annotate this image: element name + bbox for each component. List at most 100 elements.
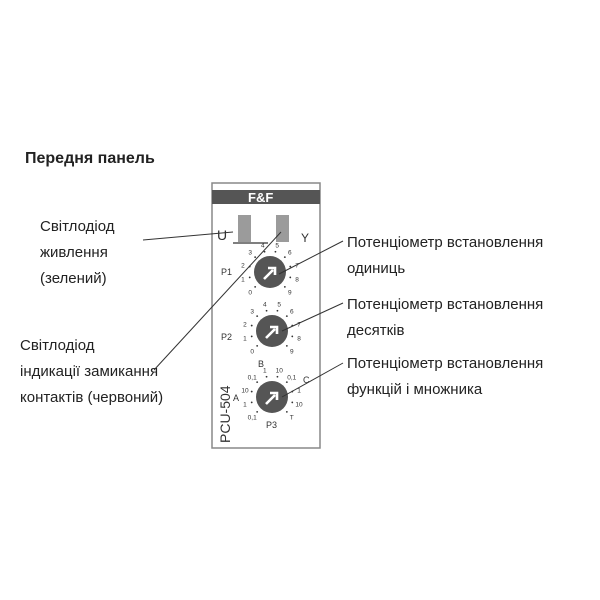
scale-label: 2 xyxy=(241,262,245,269)
scale-tick xyxy=(250,390,253,393)
relay-led xyxy=(276,215,289,242)
scale-label: 3 xyxy=(248,250,252,257)
scale-tick xyxy=(263,250,266,253)
brand-logo: F&F xyxy=(248,190,273,205)
scale-label: 2 xyxy=(243,321,247,328)
arrow-icon xyxy=(265,391,279,405)
relay-led-callout-line: Світлодіод xyxy=(20,337,95,354)
leader-line-p1 xyxy=(278,240,344,275)
scale-label: 1 xyxy=(243,336,247,343)
scale-tick xyxy=(248,276,251,279)
scale-tick xyxy=(289,265,292,268)
model-label: PCU-504 xyxy=(217,385,233,443)
relay-led-callout-line: індикації замикання xyxy=(20,363,159,380)
relay-led-callout-line: контактів (червоний) xyxy=(20,389,164,406)
knob-p2[interactable] xyxy=(256,315,288,347)
arrow-icon xyxy=(265,325,279,339)
scale-label: 1 xyxy=(263,367,267,374)
scale-label: 5 xyxy=(277,301,281,308)
scale-label: 1 xyxy=(243,402,247,409)
leader-line-relay xyxy=(153,231,282,371)
scale-tick xyxy=(274,250,277,253)
scale-tick xyxy=(285,315,288,318)
knob-p3-label: P3 xyxy=(266,420,277,430)
scale-tick xyxy=(276,375,279,378)
header-bar xyxy=(212,190,320,204)
scale-tick xyxy=(256,381,259,384)
scale-tick xyxy=(250,335,253,338)
arrow-icon xyxy=(263,266,277,280)
scale-label: 0 xyxy=(250,348,254,355)
power-led-callout-line: (зелений) xyxy=(40,270,107,287)
leader-line-power xyxy=(142,231,234,241)
scale-label: 4 xyxy=(261,242,265,249)
scale-label: 1 xyxy=(241,277,245,284)
scale-label: 10 xyxy=(276,367,284,374)
leader-line-p3 xyxy=(281,362,344,398)
scale-tick xyxy=(283,256,286,259)
scale-tick xyxy=(254,256,257,259)
knob-p1[interactable] xyxy=(254,256,286,288)
scale-label: 9 xyxy=(290,348,294,355)
knob-p1-label: P1 xyxy=(221,267,232,277)
scale-label: 1 xyxy=(297,387,301,394)
relay-led-callout: Світлодіод індикації замикання контактів… xyxy=(20,333,163,411)
scale-label: 0 xyxy=(248,289,252,296)
function-a-mark: A xyxy=(233,393,239,403)
scale-label: 10 xyxy=(241,387,249,394)
scale-label: 5 xyxy=(275,242,279,249)
p3-callout: Потенціометр встановлення функцій і множ… xyxy=(347,351,543,403)
scale-tick xyxy=(250,324,253,327)
scale-label: 4 xyxy=(263,301,267,308)
scale-label: 9 xyxy=(288,289,292,296)
power-led xyxy=(238,215,251,242)
scale-label: 7 xyxy=(297,321,301,328)
scale-tick xyxy=(256,315,259,318)
scale-label: 6 xyxy=(290,309,294,316)
power-led-mark: U xyxy=(217,227,227,243)
p1-callout-line: Потенціометр встановлення xyxy=(347,234,544,251)
knob-p2-label: P2 xyxy=(221,332,232,342)
scale-tick xyxy=(283,285,286,288)
scale-tick xyxy=(289,276,292,279)
scale-tick xyxy=(285,381,288,384)
scale-tick xyxy=(291,335,294,338)
scale-label: 3 xyxy=(250,309,254,316)
p2-callout-line: Потенціометр встановлення xyxy=(347,296,544,313)
scale-label: 8 xyxy=(297,336,301,343)
p3-callout-line: Потенціометр встановлення xyxy=(347,355,544,372)
p3-callout-line: функцій і множника xyxy=(347,381,483,398)
p2-callout-line: десятків xyxy=(347,322,405,339)
function-c-mark: C xyxy=(303,375,310,385)
scale-tick xyxy=(250,401,253,404)
scale-label: 0,1 xyxy=(248,414,257,421)
scale-label: 10 xyxy=(295,402,303,409)
relay-led-mark: Y xyxy=(301,231,309,245)
scale-tick xyxy=(285,410,288,413)
p2-callout: Потенціометр встановлення десятків xyxy=(347,292,543,344)
scale-label: 0,1 xyxy=(287,375,296,382)
scale-label: 0,1 xyxy=(248,375,257,382)
p1-callout-line: одиниць xyxy=(347,260,406,277)
p1-callout: Потенціометр встановлення одиниць xyxy=(347,230,543,282)
scale-tick xyxy=(276,309,279,312)
scale-label: 8 xyxy=(295,277,299,284)
scale-tick xyxy=(254,285,257,288)
function-b-mark: B xyxy=(258,359,264,369)
leader-line-p2 xyxy=(281,302,344,332)
scale-tick xyxy=(265,375,268,378)
scale-label: T xyxy=(290,414,294,421)
knob-p3[interactable] xyxy=(256,381,288,413)
scale-tick xyxy=(256,344,259,347)
scale-tick xyxy=(256,410,259,413)
scale-tick xyxy=(291,401,294,404)
power-led-callout: Світлодіод живлення (зелений) xyxy=(40,214,114,292)
power-led-callout-line: живлення xyxy=(40,244,108,261)
scale-tick xyxy=(285,344,288,347)
page-title: Передня панель xyxy=(25,150,155,167)
scale-tick xyxy=(265,309,268,312)
